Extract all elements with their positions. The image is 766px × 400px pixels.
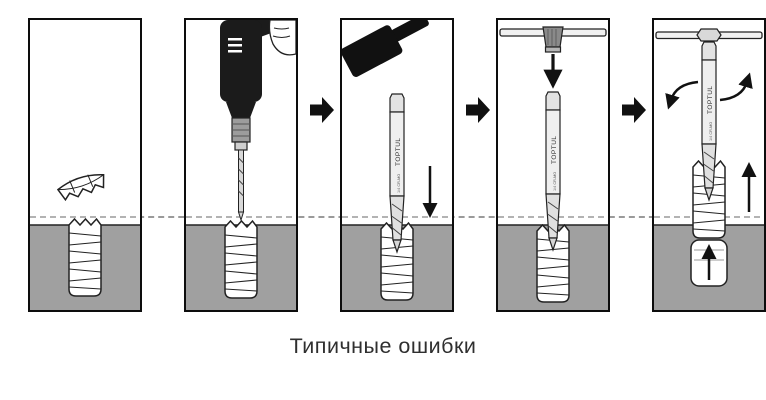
- broken-stud-icon: [224, 220, 258, 299]
- step-2-illustration: [186, 20, 296, 310]
- step-3-illustration: [342, 20, 452, 310]
- step-4-illustration: [498, 26, 608, 310]
- extractor-icon: [701, 41, 717, 201]
- next-step-arrow-icon: [466, 96, 490, 129]
- tap-wrench-icon: [499, 26, 607, 53]
- chuck-nut-icon: [696, 28, 722, 42]
- figure-caption: Типичные ошибки: [289, 334, 477, 358]
- panel-step-2-drill-pilot-hole: [184, 18, 298, 312]
- panel-step-5-unscrew-and-extract: [652, 18, 766, 312]
- extractor-icon: [545, 91, 561, 251]
- drill-icon: [220, 20, 296, 222]
- extractor-icon: [389, 93, 405, 253]
- rotation-arrows-icon: [665, 72, 753, 110]
- panels-strip: [28, 18, 766, 312]
- next-step-arrow-icon: [310, 96, 334, 129]
- broken-bolt-head-icon: [56, 174, 105, 202]
- tap-wrench-bar-icon: [655, 28, 763, 42]
- panel-step-1-broken-bolt: [28, 18, 142, 312]
- step-1-illustration: [30, 174, 140, 310]
- next-step-arrow-icon: [622, 96, 646, 129]
- panel-step-3-hammer-in-extractor: [340, 18, 454, 312]
- panel-step-4-attach-tap-wrench: [496, 18, 610, 312]
- mallet-icon: [342, 20, 429, 77]
- broken-stud-icon: [68, 218, 102, 297]
- step-5-illustration: [654, 28, 764, 310]
